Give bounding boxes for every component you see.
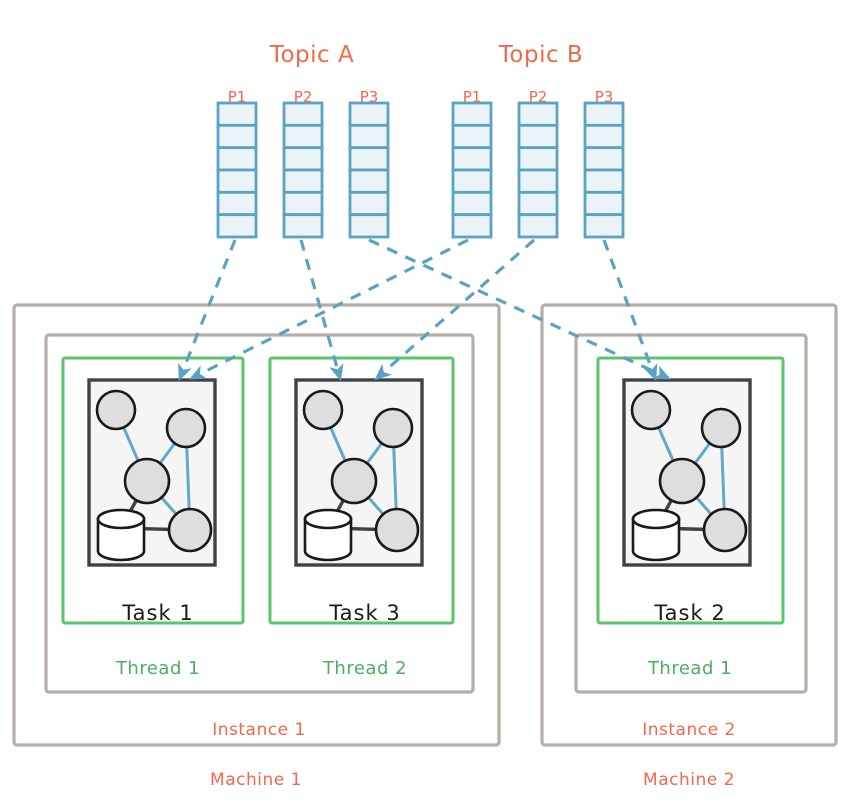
instance-boundary-2 (574, 333, 808, 694)
topology-node-n3 (330, 457, 378, 505)
partition-cell (583, 123, 625, 150)
state-store-top (303, 508, 353, 530)
partition-cell (348, 190, 390, 217)
task-label-task-1: Task 1 (122, 601, 194, 625)
topology-node-n1 (95, 389, 137, 431)
machine-group (540, 303, 838, 747)
partition-cell (583, 146, 625, 172)
partition-label-b-p2: P2 (528, 88, 548, 106)
partition-cell (583, 190, 625, 217)
partition-cell (583, 101, 625, 127)
partition-label-b-p3: P3 (594, 88, 614, 106)
topic-label-topic-b: Topic B (498, 42, 584, 68)
partition-cell (216, 146, 258, 172)
partition-cell (282, 213, 324, 239)
thread-label-2-1: Thread 1 (647, 658, 733, 679)
instance-label-1: Instance 1 (212, 720, 306, 740)
partition-cell (216, 101, 258, 127)
assignment-arrow (602, 239, 658, 382)
partition-cell (348, 123, 390, 150)
state-store-body (303, 517, 353, 562)
partition-cell (451, 123, 493, 150)
partition-label-b-p1: P1 (462, 88, 482, 106)
partition-cell (517, 213, 559, 239)
topology-node-n4 (374, 507, 420, 553)
assignment-arrow (368, 238, 672, 380)
assignment-arrow (374, 238, 536, 381)
topic-group-2 (451, 101, 625, 239)
topology-node-n3 (658, 457, 706, 505)
partition-cell (282, 101, 324, 127)
topology-node-n1 (302, 389, 344, 431)
thread-boundary-2-1 (596, 356, 785, 625)
partition-cell (517, 168, 559, 194)
partition-label-a-p3: P3 (359, 88, 379, 106)
topology-node-n1 (630, 389, 672, 431)
partition-cell (348, 146, 390, 172)
partition-cell (216, 213, 258, 239)
partition-cell (451, 101, 493, 127)
partition-cell (583, 213, 625, 239)
instance-boundary-1 (44, 333, 475, 694)
topic-label-topic-a: Topic A (269, 42, 355, 68)
partition-cell (451, 213, 493, 239)
thread-boundary-1-2 (268, 356, 455, 625)
partition-cell (216, 168, 258, 194)
thread-label-1-1: Thread 1 (115, 658, 201, 679)
partition-cell (517, 190, 559, 217)
partition-label-a-p2: P2 (293, 88, 313, 106)
partition-cell (348, 213, 390, 239)
state-store-body (631, 517, 681, 562)
partition-cell (517, 101, 559, 127)
partition-cell (282, 123, 324, 150)
partition-cell (517, 123, 559, 150)
topology-node-n3 (123, 457, 171, 505)
instance-label-2: Instance 2 (642, 720, 736, 740)
task-label-task-2: Task 2 (654, 601, 726, 625)
topology-node-n2 (165, 407, 207, 449)
state-store-body (96, 517, 146, 562)
machine-boundary-2 (540, 303, 838, 747)
partition-cell (451, 190, 493, 217)
machine-group (12, 303, 501, 747)
machine-boundary-1 (12, 303, 501, 747)
partition-cell (451, 168, 493, 194)
task-label-task-3: Task 3 (329, 601, 401, 625)
topology-node-n4 (702, 507, 748, 553)
partition-cell (282, 190, 324, 217)
partition-cell (451, 146, 493, 172)
assignment-arrow-layer (178, 238, 672, 382)
partition-cell (216, 123, 258, 150)
partition-label-a-p1: P1 (227, 88, 247, 106)
partition-cell (282, 146, 324, 172)
partition-cell (282, 168, 324, 194)
topology-node-n2 (700, 407, 742, 449)
assignment-arrow (178, 239, 237, 382)
topology-node-n4 (167, 507, 213, 553)
partition-cell (216, 190, 258, 217)
partition-cell (583, 168, 625, 194)
machine-label-2: Machine 2 (643, 770, 735, 790)
assignment-arrow (299, 239, 344, 382)
topic-group-1 (216, 101, 390, 239)
partition-cell (348, 101, 390, 127)
thread-boundary-1-1 (61, 356, 245, 625)
machine-label-1: Machine 1 (210, 770, 302, 790)
partition-cell (348, 168, 390, 194)
topology-node-n2 (372, 407, 414, 449)
state-store-top (96, 508, 146, 530)
partition-cell (517, 146, 559, 172)
thread-label-1-2: Thread 2 (322, 658, 408, 679)
state-store-top (631, 508, 681, 530)
